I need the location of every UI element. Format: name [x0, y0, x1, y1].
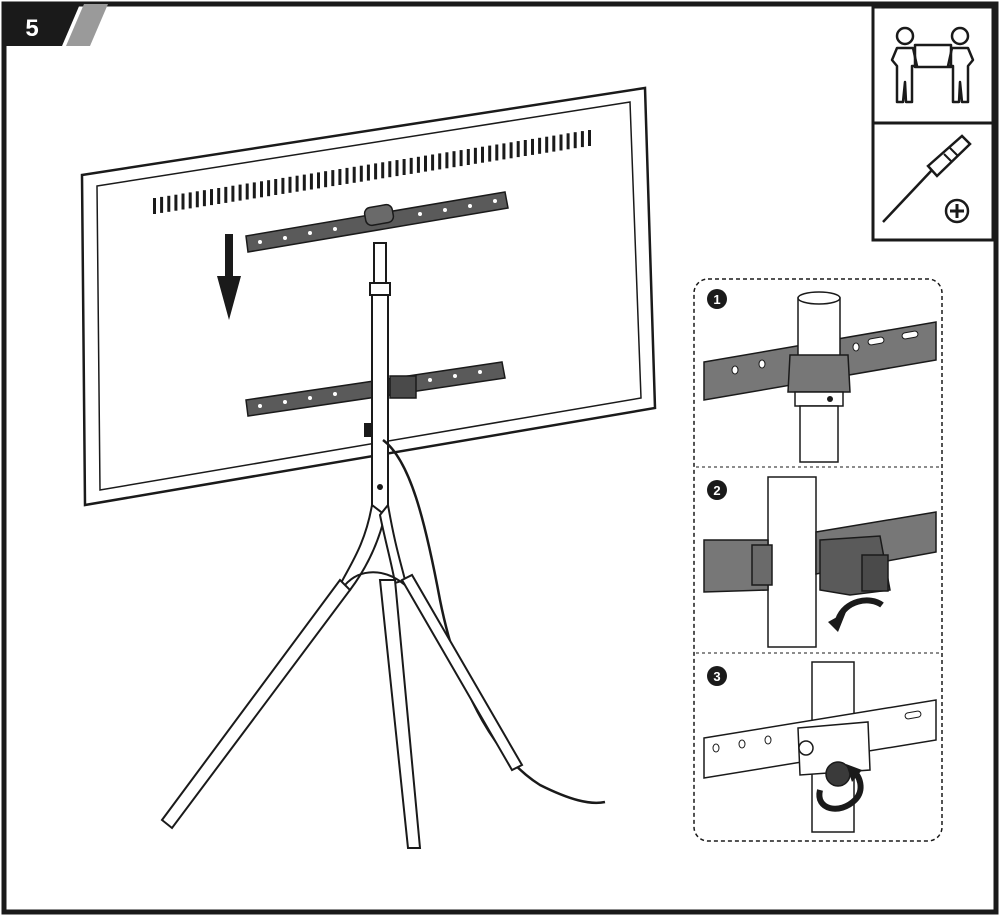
- vent-slot: [531, 138, 534, 155]
- vent-slot: [345, 167, 349, 184]
- tripod-base: [160, 502, 524, 849]
- phillips-screwdriver-icon: [882, 134, 972, 224]
- vent-slot: [281, 177, 285, 194]
- down-arrow: [217, 234, 241, 320]
- vent-slot: [409, 157, 413, 174]
- vent-slot: [488, 145, 492, 162]
- vent-slot: [181, 193, 185, 210]
- vent-slot: [274, 179, 278, 195]
- vent-slot: [431, 154, 435, 171]
- vent-slot: [374, 163, 378, 180]
- vent-slot: [324, 171, 328, 188]
- vent-slot: [573, 132, 577, 149]
- vent-slot: [481, 146, 484, 163]
- detail-step-1: 1: [703, 289, 937, 463]
- vent-slot: [267, 180, 271, 197]
- detail-step-number: 3: [713, 669, 720, 684]
- detail-step-number: 1: [713, 292, 720, 307]
- vent-slot: [238, 184, 242, 201]
- vent-slot: [331, 170, 335, 187]
- vent-slot: [288, 176, 292, 193]
- step-number: 5: [25, 15, 38, 42]
- vent-slot: [195, 191, 199, 208]
- icon-panel: [871, 5, 995, 242]
- vent-slot: [224, 186, 228, 203]
- vent-slot: [381, 162, 385, 179]
- vent-slot: [438, 153, 442, 170]
- tv-vents: [153, 130, 591, 214]
- vent-slot: [502, 143, 506, 160]
- detail-step-2: 2: [703, 476, 937, 648]
- vent-slot: [252, 182, 256, 199]
- vent-slot: [210, 189, 213, 206]
- vent-slot: [245, 183, 249, 200]
- tv-panel: [80, 86, 657, 507]
- vent-slot: [395, 160, 399, 177]
- vent-slot: [552, 135, 556, 152]
- stand-pole: [364, 242, 391, 516]
- vent-slot: [452, 151, 456, 168]
- vent-slot: [260, 181, 263, 198]
- two-person-lift-icon: [890, 26, 975, 104]
- vent-slot: [338, 169, 342, 185]
- vent-slot: [167, 195, 171, 212]
- vent-slot: [545, 136, 549, 153]
- vent-slot: [302, 174, 306, 191]
- vent-slot: [459, 150, 463, 167]
- vent-slot: [317, 172, 320, 189]
- vent-slot: [580, 131, 584, 148]
- upper-mounting-bracket: [245, 191, 509, 253]
- step-badge: 5: [4, 4, 108, 46]
- vent-slot: [153, 198, 156, 214]
- vent-slot: [466, 149, 470, 165]
- vent-slot: [416, 156, 420, 173]
- vent-slot: [402, 159, 406, 175]
- vent-slot: [309, 173, 313, 190]
- detail-step-number: 2: [713, 483, 720, 498]
- vent-slot: [445, 152, 449, 169]
- vent-slot: [523, 140, 527, 156]
- vent-slot: [509, 142, 513, 159]
- vent-slot: [424, 155, 427, 172]
- vent-slot: [566, 133, 570, 150]
- vent-slot: [217, 188, 221, 204]
- vent-slot: [295, 175, 299, 192]
- vent-slot: [366, 164, 370, 181]
- vent-slot: [188, 192, 192, 209]
- vent-slot: [359, 165, 363, 182]
- vent-slot: [174, 194, 178, 211]
- vent-slot: [559, 134, 563, 151]
- vent-slot: [516, 141, 520, 158]
- vent-slot: [352, 166, 356, 183]
- vent-slot: [538, 137, 542, 154]
- vent-slot: [588, 130, 591, 146]
- detail-step-3: 3: [703, 661, 937, 833]
- vent-slot: [495, 144, 499, 161]
- vent-slot: [160, 196, 164, 213]
- vent-slot: [473, 147, 477, 164]
- vent-slot: [388, 161, 392, 178]
- vent-slot: [202, 190, 206, 207]
- vent-slot: [231, 185, 235, 202]
